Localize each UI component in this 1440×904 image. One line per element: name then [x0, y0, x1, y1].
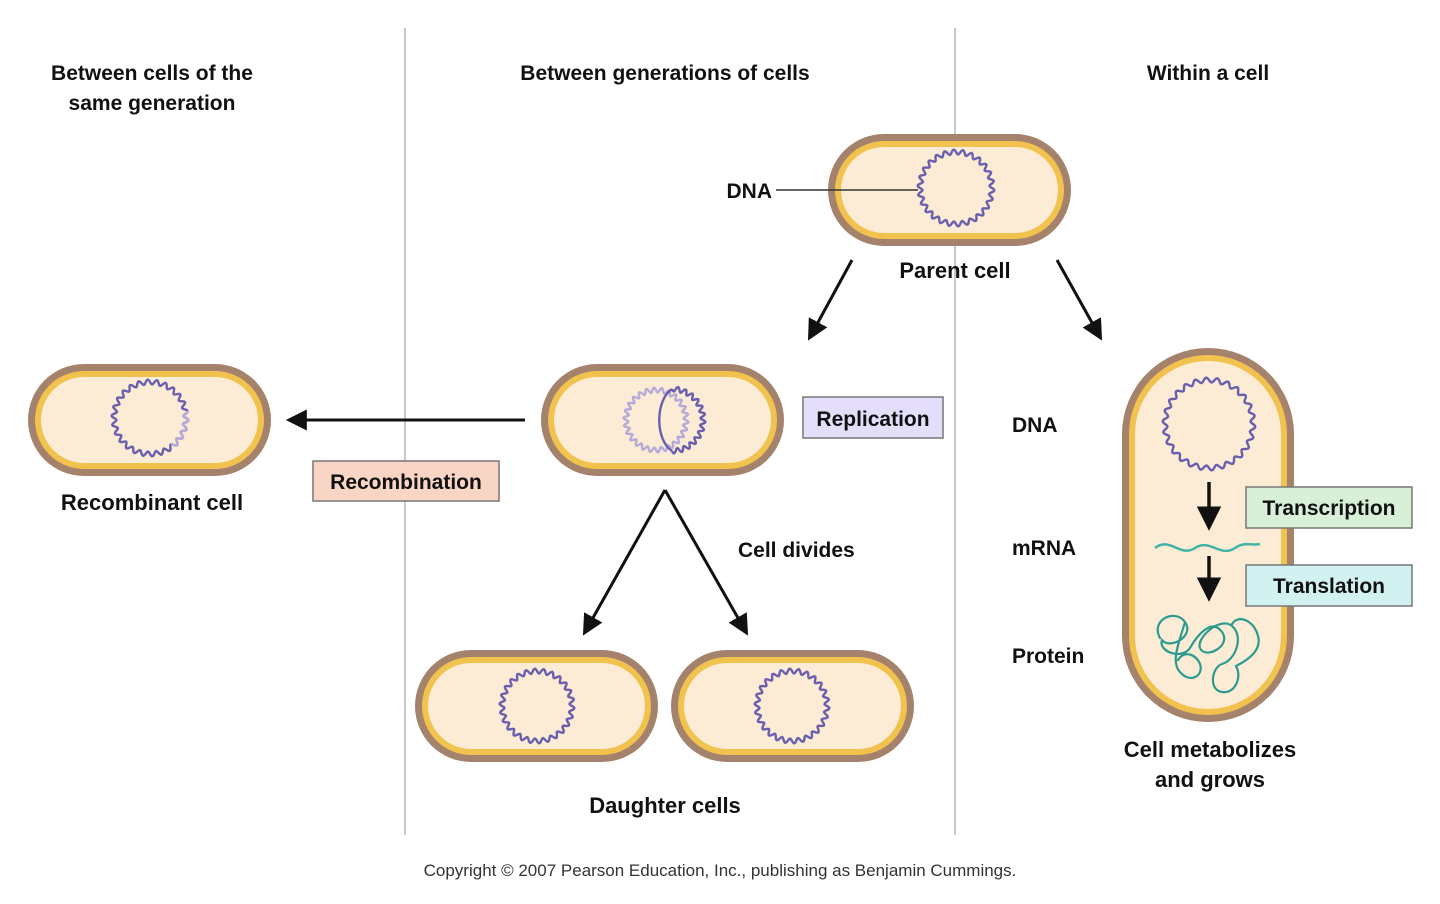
parent-cell-dna — [916, 148, 996, 228]
daughter-cell-right — [671, 650, 914, 762]
daughter-left-dna — [498, 667, 576, 745]
replicating-cell-cytoplasm — [554, 377, 771, 463]
mrna-strand — [1154, 542, 1261, 553]
replication-box — [802, 396, 944, 439]
left-column-header-line1: Between cells of the — [51, 62, 253, 85]
daughter-right-dna — [753, 667, 831, 745]
daughter-left-cytoplasm — [428, 663, 645, 749]
recombinant-cell-dna — [110, 378, 190, 458]
dna-label-parent: DNA — [727, 180, 773, 203]
right-column-header: Within a cell — [1147, 62, 1269, 85]
parent-cell-label: Parent cell — [899, 258, 1010, 283]
recombinant-cell — [28, 364, 271, 476]
growing-cell-cytoplasm — [1135, 361, 1281, 709]
replication-label: Replication — [816, 408, 929, 431]
copyright-notice: Copyright © 2007 Pearson Education, Inc.… — [424, 861, 1017, 880]
cell-divides-label: Cell divides — [738, 539, 855, 562]
replicating-dna-new-strand — [622, 386, 690, 454]
growing-cell-dna — [1161, 376, 1257, 472]
daughter-cells-label: Daughter cells — [589, 793, 741, 818]
arrow-divide-left — [582, 489, 667, 636]
metabolizes-label-line2: and grows — [1155, 767, 1265, 792]
arrow-divide-right — [663, 489, 749, 636]
recombinant-cell-label: Recombinant cell — [61, 490, 243, 515]
recombinant-cell-cytoplasm — [41, 377, 258, 463]
replicating-dna-old-strand — [658, 385, 707, 455]
protein-chain — [1156, 614, 1260, 694]
parent-cell — [828, 134, 1071, 246]
translation-label: Translation — [1273, 575, 1385, 598]
recombinant-dna-segment — [170, 409, 190, 447]
replicating-cell — [541, 364, 784, 476]
transcription-box — [1245, 486, 1413, 529]
transcription-label: Transcription — [1262, 497, 1395, 520]
protein-label: Protein — [1012, 645, 1084, 668]
daughter-cell-left — [415, 650, 658, 762]
arrow-parent-to-growing-cell — [1055, 259, 1103, 341]
recombination-label: Recombination — [330, 471, 482, 494]
mrna-label: mRNA — [1012, 537, 1076, 560]
parent-cell-cytoplasm — [841, 147, 1058, 233]
left-column-header-line2: same generation — [69, 92, 236, 115]
recombination-box — [312, 460, 500, 502]
growing-cell — [1122, 348, 1294, 722]
dna-label-within: DNA — [1012, 414, 1058, 437]
middle-column-header: Between generations of cells — [520, 62, 809, 85]
translation-box — [1245, 564, 1413, 607]
metabolizes-label-line1: Cell metabolizes — [1124, 737, 1296, 762]
daughter-right-cytoplasm — [684, 663, 901, 749]
arrow-parent-to-replication — [807, 259, 854, 341]
